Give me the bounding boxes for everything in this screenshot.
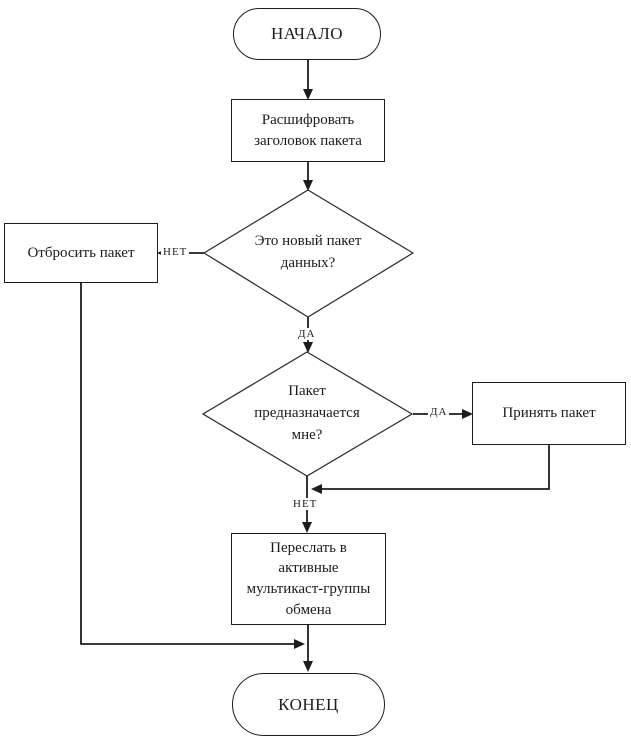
process-decode-header: Расшифровать заголовок пакета (231, 99, 385, 162)
edge-label-no: НЕТ (161, 246, 190, 259)
edge-label-no: НЕТ (291, 498, 320, 511)
edge-discard-return (80, 283, 295, 645)
arrowhead-right-icon (462, 409, 473, 419)
arrowhead-down-icon (303, 661, 313, 672)
arrowhead-right-icon (294, 639, 305, 649)
arrowhead-left-icon (311, 484, 322, 494)
arrowhead-down-icon (302, 522, 312, 533)
arrowhead-down-icon (303, 180, 313, 191)
process-discard-packet: Отбросить пакет (4, 223, 158, 283)
terminator-end: КОНЕЦ (232, 673, 385, 736)
decision-is-new-packet (202, 189, 415, 318)
edge-label-yes: ДА (296, 328, 318, 341)
arrowhead-down-icon (303, 342, 313, 353)
terminator-start: НАЧАЛО (233, 8, 381, 60)
process-accept-packet: Принять пакет (472, 382, 626, 445)
arrowhead-down-icon (303, 89, 313, 100)
decision-is-new-packet-label: Это новый пакет данных? (254, 233, 362, 271)
decision-packet-for-me (201, 351, 414, 477)
edge-accept-return (320, 445, 550, 490)
edge-label-yes: ДА (428, 406, 450, 419)
decision-packet-for-me-label: Пакет предназначается мне? (254, 383, 360, 443)
process-forward-multicast: Переслать в активные мультикаст-группы о… (231, 533, 386, 625)
